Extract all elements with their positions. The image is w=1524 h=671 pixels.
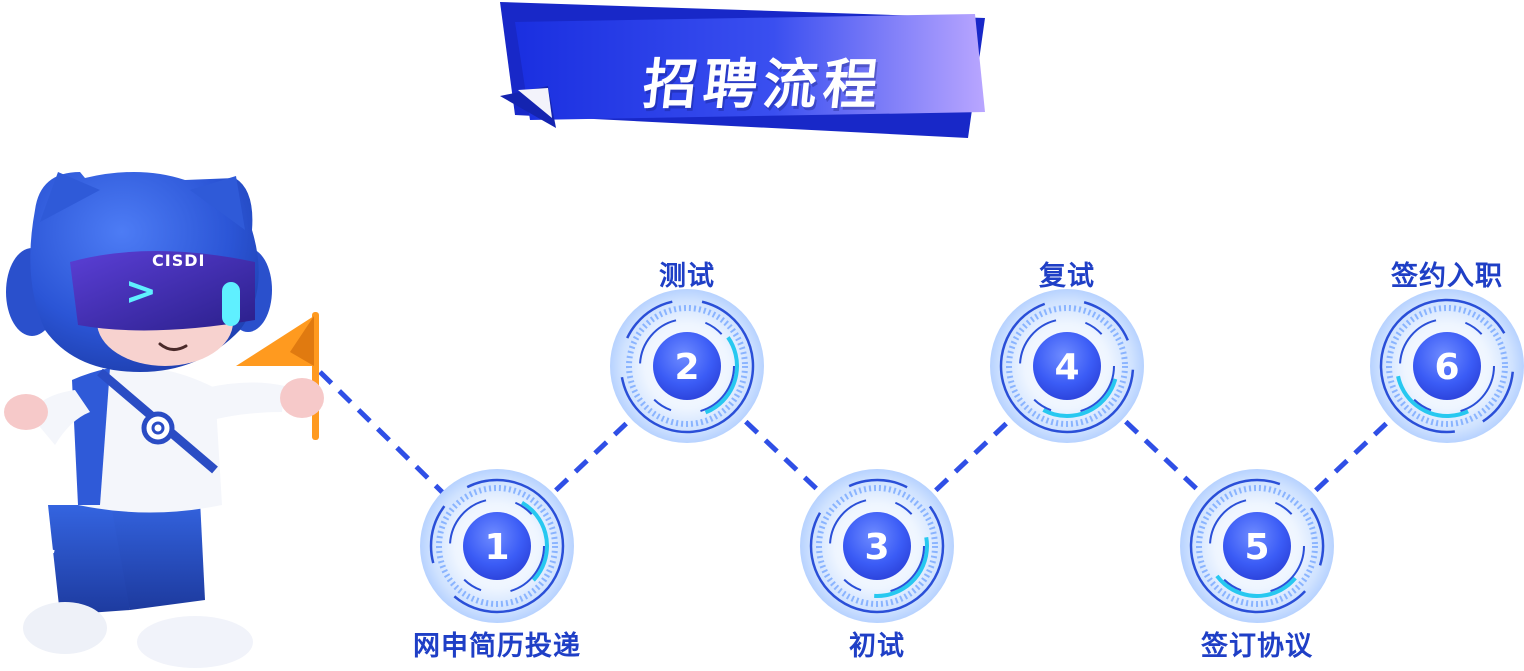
mascot-right-arm <box>205 382 285 420</box>
mascot-badge <box>141 411 175 445</box>
mascot-back-shoe <box>23 602 107 654</box>
node-inner-ring <box>1399 318 1495 414</box>
node-outer-ring <box>999 298 1135 434</box>
mascot-back-leg <box>48 505 130 615</box>
step-label-2: 测试 <box>659 261 715 292</box>
mascot-left-ear <box>40 172 100 222</box>
title-banner <box>500 2 985 138</box>
step-node-4: 4 <box>990 289 1144 443</box>
node-tick-ring <box>1196 485 1318 607</box>
node-tick-ring <box>626 305 748 427</box>
node-inner-ring <box>1209 498 1305 594</box>
node-core <box>1033 332 1101 400</box>
step-label-3: 初试 <box>849 631 905 662</box>
node-tick-ring <box>1386 305 1508 427</box>
node-inner-ring <box>829 498 925 594</box>
node-cyan-arc <box>1015 314 1119 418</box>
mascot-right-ear <box>190 176 245 230</box>
node-cyan-arc <box>1395 314 1499 418</box>
node-core <box>1223 512 1291 580</box>
head-logo-text: CISDI <box>152 251 205 270</box>
visor-glyph: > <box>125 269 157 313</box>
node-cyan-arc <box>445 494 549 598</box>
node-cyan-arc <box>825 494 929 598</box>
process-nodes: 1 2 3 4 5 6 <box>420 289 1524 623</box>
node-tick-ring <box>436 485 558 607</box>
step-label-5: 签订协议 <box>1201 631 1313 662</box>
node-outer-ring <box>809 478 945 614</box>
banner-face <box>515 14 985 120</box>
node-core <box>843 512 911 580</box>
node-core <box>1413 332 1481 400</box>
page-title: 招聘流程 <box>640 53 887 116</box>
mascot-front-shoe <box>137 616 253 668</box>
node-outer-ring <box>1189 478 1325 614</box>
step-node-6: 6 <box>1370 289 1524 443</box>
mascot-robot: CISDI > <box>4 171 324 668</box>
mascot-smile <box>158 342 188 351</box>
step-node-5: 5 <box>1180 469 1334 623</box>
step-label-6: 签约入职 <box>1391 261 1503 292</box>
node-tick-ring <box>816 485 938 607</box>
step-node-3: 3 <box>800 469 954 623</box>
node-inner-ring <box>449 498 545 594</box>
step-number: 3 <box>864 527 889 568</box>
banner-fold-highlight <box>518 88 552 118</box>
step-node-2: 2 <box>610 289 764 443</box>
visor-eye <box>222 282 240 326</box>
mascot-left-hand <box>4 394 48 430</box>
leg-logo-text: CISDI <box>29 545 59 601</box>
node-core <box>653 332 721 400</box>
node-outer-ring <box>619 298 755 434</box>
step-number: 4 <box>1054 347 1079 388</box>
step-number: 6 <box>1434 347 1459 388</box>
mascot-front-leg <box>110 500 205 610</box>
step-node-1: 1 <box>420 469 574 623</box>
node-outer-ring <box>1379 298 1515 434</box>
node-inner-ring <box>639 318 735 414</box>
mascot-right-hand <box>280 378 324 418</box>
flag-icon <box>236 312 319 440</box>
step-label-4: 复试 <box>1039 261 1095 292</box>
node-outer-ring <box>429 478 565 614</box>
step-number: 2 <box>674 347 699 388</box>
node-inner-ring <box>1019 318 1115 414</box>
node-cyan-arc <box>1205 494 1309 598</box>
node-core <box>463 512 531 580</box>
mascot-visor <box>70 251 255 331</box>
connector-line <box>318 370 499 548</box>
step-number: 1 <box>484 527 509 568</box>
node-tick-ring <box>1006 305 1128 427</box>
step-number: 5 <box>1244 527 1269 568</box>
step-label-1: 网申简历投递 <box>413 631 581 662</box>
